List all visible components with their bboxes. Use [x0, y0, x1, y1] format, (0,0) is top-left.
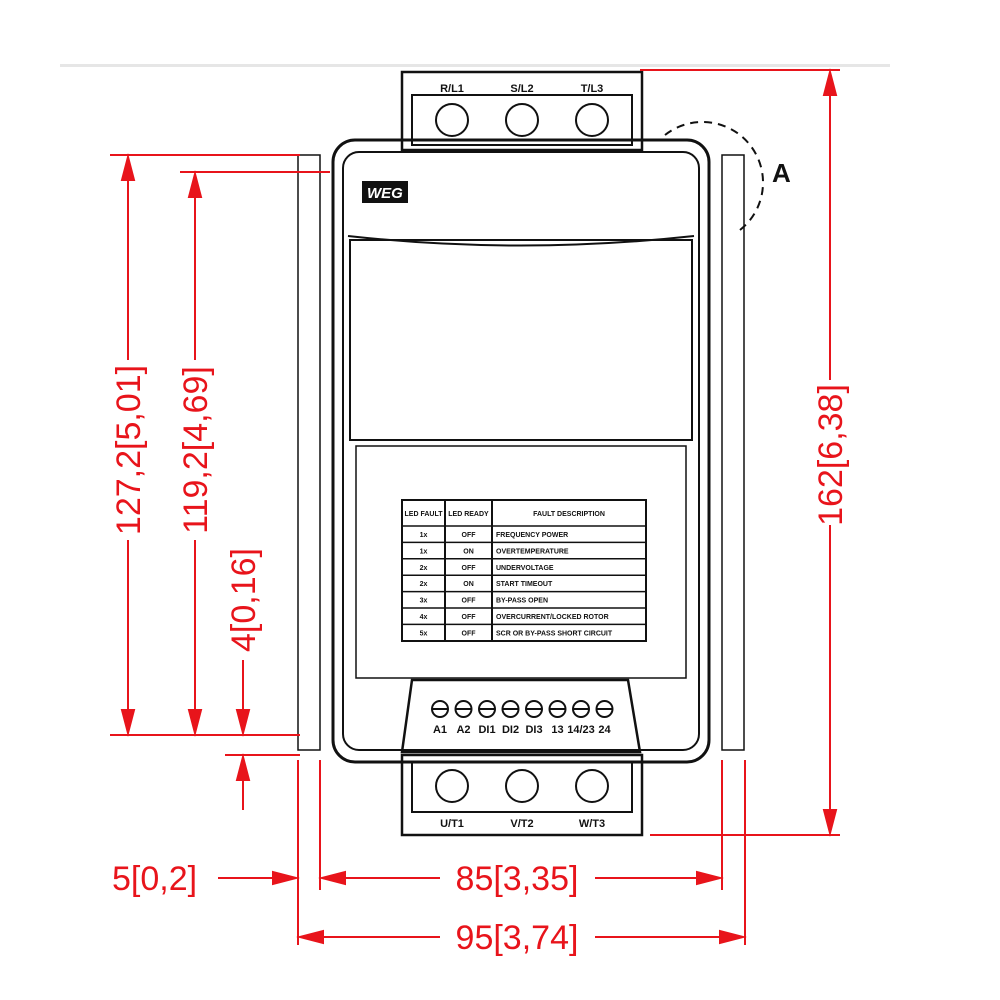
fault-table-cell: 5x — [420, 630, 428, 637]
control-terminal-label: 24 — [598, 724, 611, 736]
weg-logo-text: WEG — [367, 185, 403, 202]
fault-table-header: FAULT DESCRIPTION — [533, 511, 605, 518]
control-terminal-label: 14/23 — [567, 724, 595, 736]
dim-width-total: 95[3,74] — [456, 919, 579, 957]
fault-table-header: LED FAULT — [405, 511, 444, 518]
terminal-screw-icon — [575, 103, 609, 137]
fault-table-cell: 4x — [420, 614, 428, 621]
fault-table-cell: 3x — [420, 598, 428, 605]
terminal-label: T/L3 — [581, 83, 604, 95]
top-terminals: R/L1 S/L2 T/L3 — [435, 83, 609, 137]
fault-table-cell: OVERCURRENT/LOCKED ROTOR — [496, 614, 609, 621]
fault-table-cell: OFF — [462, 598, 477, 605]
fault-table-cell: 2x — [420, 565, 428, 572]
fault-table-cell: 1x — [420, 548, 428, 555]
terminal-screw-icon — [505, 769, 539, 803]
dim-height-mount: 127,2[5,01] — [110, 365, 148, 535]
terminal-screw-icon — [435, 769, 469, 803]
terminal-label: W/T3 — [579, 818, 605, 830]
weg-logo — [362, 181, 408, 203]
fault-table-cell: OVERTEMPERATURE — [496, 548, 569, 555]
fault-table-cell: OFF — [462, 532, 477, 539]
fault-table-cell: UNDERVOLTAGE — [496, 565, 554, 572]
fault-table-cell: ON — [463, 548, 474, 555]
device-outline — [297, 70, 745, 837]
dimension-lines — [110, 68, 840, 945]
dim-height-inner: 119,2[4,69] — [177, 366, 215, 534]
control-terminal-label: A2 — [456, 724, 470, 736]
fault-table-cell: OFF — [462, 614, 477, 621]
fault-table-cell: START TIMEOUT — [496, 581, 553, 588]
detail-circle — [664, 121, 764, 231]
terminal-label: S/L2 — [510, 83, 533, 95]
fault-table-cell: SCR OR BY-PASS SHORT CIRCUIT — [496, 630, 613, 637]
dim-width-mount: 85[3,35] — [456, 860, 579, 898]
control-terminal-label: DI2 — [502, 724, 519, 736]
terminal-label: V/T2 — [510, 818, 533, 830]
dim-side: 5[0,2] — [112, 860, 197, 898]
terminal-label: U/T1 — [440, 818, 464, 830]
fault-table-cell: BY-PASS OPEN — [496, 598, 548, 605]
terminal-screw-icon — [435, 103, 469, 137]
dim-offset: 4[0,16] — [225, 548, 263, 652]
fault-table-cell: ON — [463, 581, 474, 588]
control-terminal-label: A1 — [433, 724, 447, 736]
fault-table-cell: OFF — [462, 630, 477, 637]
fault-table-cell: OFF — [462, 565, 477, 572]
control-terminal-label: DI3 — [525, 724, 542, 736]
terminal-screw-icon — [505, 103, 539, 137]
dim-height-total: 162[6,38] — [812, 384, 850, 526]
fault-table-cell: FREQUENCY POWER — [496, 532, 568, 539]
detail-label: A — [772, 158, 791, 188]
terminal-screw-icon — [575, 769, 609, 803]
control-terminal-label: DI1 — [478, 724, 495, 736]
fault-table-cell: 1x — [420, 532, 428, 539]
bottom-terminals: U/T1 V/T2 W/T3 — [435, 769, 609, 830]
fault-table-header: LED READY — [448, 511, 489, 518]
top-rule — [60, 64, 890, 67]
terminal-label: R/L1 — [440, 83, 464, 95]
control-terminal-label: 13 — [551, 724, 563, 736]
fault-table-cell: 2x — [420, 581, 428, 588]
